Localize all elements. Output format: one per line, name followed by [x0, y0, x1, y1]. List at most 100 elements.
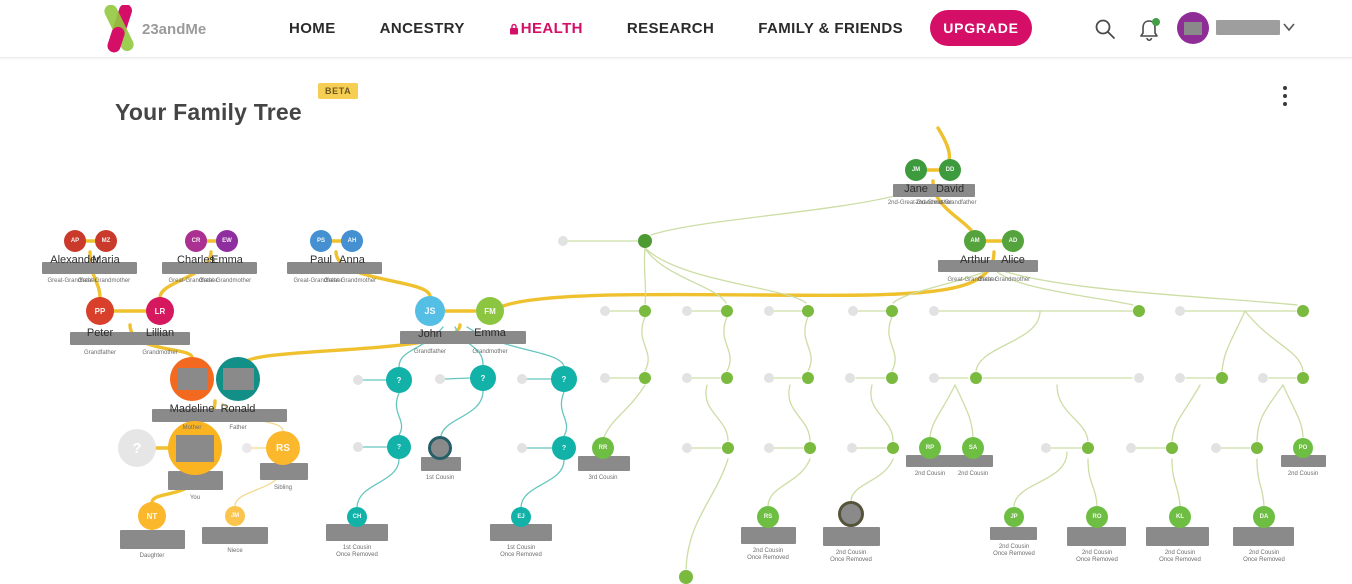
partner-dot[interactable] [517, 374, 527, 384]
partner-dot[interactable] [600, 373, 610, 383]
partner-dot[interactable] [802, 372, 814, 384]
partner-dot[interactable] [682, 443, 692, 453]
person-node-you[interactable] [168, 421, 222, 475]
person-node-unknown-t2[interactable]: ? [470, 365, 496, 391]
partner-dot[interactable] [1251, 442, 1263, 454]
search-icon[interactable] [1093, 17, 1117, 41]
partner-dot[interactable] [721, 305, 733, 317]
person-node-niece[interactable]: JM [225, 506, 245, 526]
partner-dot[interactable] [1134, 373, 1144, 383]
person-node-cousin-ej[interactable]: EJ [511, 507, 531, 527]
person-node-cousin-ro[interactable]: RO [1086, 506, 1108, 528]
partner-dot[interactable] [638, 234, 652, 248]
partner-dot[interactable] [1258, 373, 1268, 383]
partner-dot[interactable] [886, 305, 898, 317]
partner-dot[interactable] [600, 306, 610, 316]
partner-dot[interactable] [558, 236, 568, 246]
person-node-emma-ggm[interactable]: EW [216, 230, 238, 252]
person-node-lillian[interactable]: LR [146, 297, 174, 325]
partner-dot[interactable] [929, 373, 939, 383]
nav-item-ancestry[interactable]: ANCESTRY [379, 20, 465, 37]
person-node-peter[interactable]: PP [86, 297, 114, 325]
partner-dot[interactable] [970, 372, 982, 384]
nav-item-family-friends[interactable]: FAMILY & FRIENDS [758, 20, 904, 37]
partner-dot[interactable] [802, 305, 814, 317]
partner-dot[interactable] [764, 306, 774, 316]
partner-dot[interactable] [886, 372, 898, 384]
partner-dot[interactable] [242, 443, 252, 453]
person-node-alice[interactable]: AD [1002, 230, 1024, 252]
person-node-daughter[interactable]: NT [138, 502, 166, 530]
person-node-charles[interactable]: CR [185, 230, 207, 252]
person-node-cousin-photo[interactable] [838, 501, 864, 527]
partner-dot[interactable] [682, 306, 692, 316]
person-node-arthur[interactable]: AM [964, 230, 986, 252]
person-node-unknown-t1[interactable]: ? [386, 367, 412, 393]
person-node-maria[interactable]: MZ [95, 230, 117, 252]
partner-dot[interactable] [1216, 372, 1228, 384]
person-node-cousin-da[interactable]: DA [1253, 506, 1275, 528]
partner-dot[interactable] [1166, 442, 1178, 454]
partner-dot[interactable] [848, 306, 858, 316]
username-redacted[interactable] [1216, 20, 1280, 35]
partner-dot[interactable] [1211, 443, 1221, 453]
notifications-bell-icon[interactable] [1136, 17, 1162, 43]
person-node-john[interactable]: JS [415, 296, 445, 326]
person-node-paul[interactable]: PS [310, 230, 332, 252]
partner-dot[interactable] [1175, 373, 1185, 383]
person-node-unknown-t5[interactable]: ? [552, 436, 576, 460]
person-node-cousin-rr[interactable]: RR [592, 437, 614, 459]
upgrade-button[interactable]: UPGRADE [930, 10, 1032, 46]
partner-dot[interactable] [353, 375, 363, 385]
partner-dot[interactable] [764, 373, 774, 383]
partner-dot[interactable] [804, 442, 816, 454]
partner-dot[interactable] [639, 305, 651, 317]
partner-dot[interactable] [353, 442, 363, 452]
23andme-logo[interactable]: 23andMe [98, 5, 206, 53]
person-node-first-cousin[interactable] [428, 436, 452, 460]
person-node-unknown-t3[interactable]: ? [551, 366, 577, 392]
person-node-cousin-rs2[interactable]: RS [757, 506, 779, 528]
tree-options-kebab-menu[interactable] [1278, 86, 1292, 106]
person-node-anna[interactable]: AH [341, 230, 363, 252]
partner-dot[interactable] [1175, 306, 1185, 316]
person-node-sibling[interactable]: RS [266, 431, 300, 465]
partner-dot[interactable] [682, 373, 692, 383]
partner-dot[interactable] [887, 442, 899, 454]
avatar[interactable] [1177, 12, 1209, 44]
person-node-david[interactable]: DD [939, 159, 961, 181]
partner-dot[interactable] [1297, 305, 1309, 317]
nav-item-health[interactable]: HEALTH [509, 20, 583, 37]
person-node-cousin-rp[interactable]: RP [919, 437, 941, 459]
person-node-jane[interactable]: JM [905, 159, 927, 181]
person-node-cousin-sa[interactable]: SA [962, 437, 984, 459]
partner-dot[interactable] [1082, 442, 1094, 454]
person-node-cousin-po[interactable]: PO [1293, 438, 1313, 458]
partner-dot[interactable] [722, 442, 734, 454]
partner-dot[interactable] [1126, 443, 1136, 453]
person-node-cousin-kl[interactable]: KL [1169, 506, 1191, 528]
person-node-ronald[interactable] [216, 357, 260, 401]
partner-dot[interactable] [929, 306, 939, 316]
partner-dot[interactable] [435, 374, 445, 384]
person-node-cousin-ch[interactable]: CH [347, 507, 367, 527]
partner-dot[interactable] [721, 372, 733, 384]
person-node-alexander[interactable]: AP [64, 230, 86, 252]
partner-dot[interactable] [764, 443, 774, 453]
person-node-madeline[interactable] [170, 357, 214, 401]
partner-dot[interactable] [847, 443, 857, 453]
partner-dot[interactable] [517, 443, 527, 453]
partner-dot[interactable] [1297, 372, 1309, 384]
nav-item-research[interactable]: RESEARCH [626, 20, 715, 37]
account-chevron-down-icon[interactable] [1282, 22, 1296, 32]
partner-dot[interactable] [1041, 443, 1051, 453]
person-node-cousin-jp[interactable]: JP [1004, 507, 1024, 527]
partner-dot[interactable] [679, 570, 693, 584]
partner-dot[interactable] [1133, 305, 1145, 317]
person-node-unknown-gray[interactable]: ? [118, 429, 156, 467]
nav-item-home[interactable]: HOME [289, 20, 336, 37]
person-node-emma-gm[interactable]: FM [476, 297, 504, 325]
partner-dot[interactable] [639, 372, 651, 384]
person-node-unknown-t4[interactable]: ? [387, 435, 411, 459]
